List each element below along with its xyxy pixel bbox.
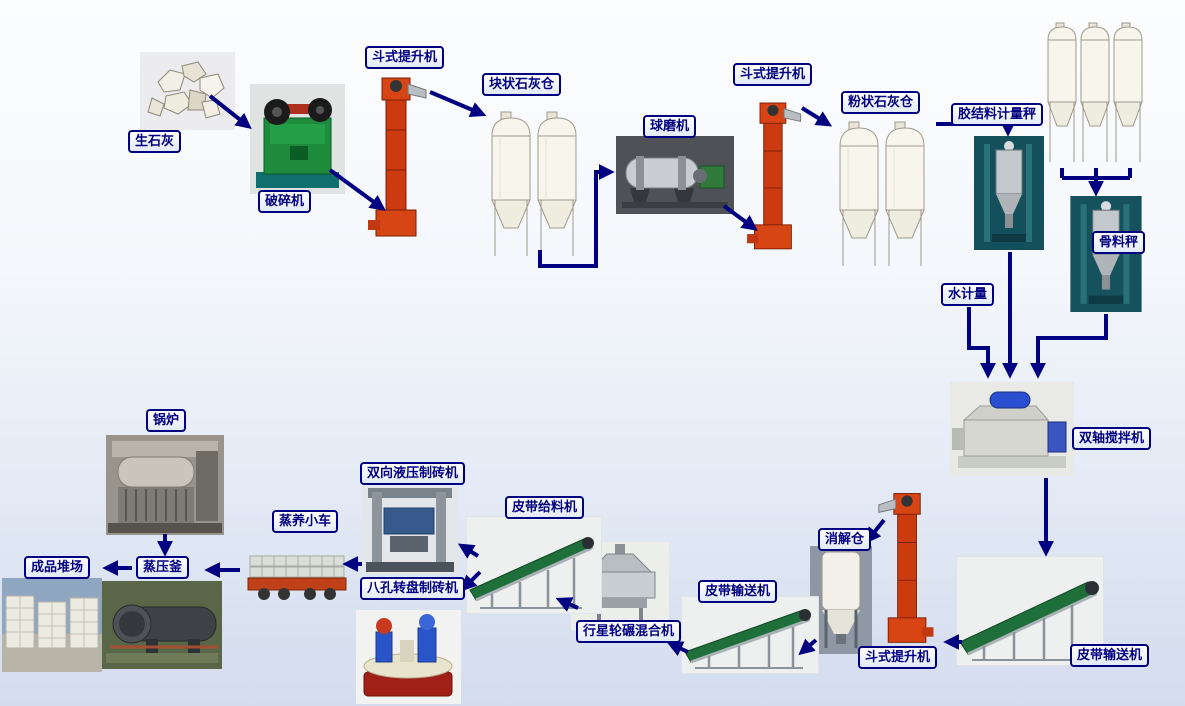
quicklime-illustration	[140, 52, 235, 130]
label-autoclave: 蒸压釜	[136, 556, 190, 579]
label-digestion-silo: 消解仓	[818, 528, 872, 551]
hydraulic-brick-machine-photo	[362, 486, 459, 574]
label-binder-metering-scale: 胶结料计量秤	[951, 103, 1044, 126]
three-silos-illustration	[1047, 22, 1143, 162]
trolley-illustration	[247, 555, 347, 600]
binder-scale-photo	[974, 136, 1044, 250]
powder-lime-silo-photo	[832, 120, 934, 272]
belt-conveyor-mid-photo	[681, 596, 819, 674]
bucket-elevator-1-photo	[356, 70, 434, 242]
bucket-elevator-2-photo	[736, 86, 808, 264]
label-belt-conveyor-right: 皮带输送机	[1070, 644, 1150, 667]
rotary-press-illustration	[356, 610, 461, 704]
ball-mill-photo	[616, 136, 734, 214]
aggregate-scale-photo	[1070, 196, 1142, 312]
quicklime-photo	[140, 52, 235, 130]
autoclave-illustration	[102, 581, 222, 669]
twin-shaft-mixer-photo	[950, 382, 1074, 476]
mixer-illustration	[950, 382, 1074, 476]
label-belt-conveyor-mid: 皮带输送机	[698, 580, 778, 603]
belt-conveyor-illustration	[466, 516, 602, 614]
block-stacks-illustration	[2, 578, 102, 672]
label-aggregate-scale: 骨料秤	[1092, 231, 1146, 254]
bucket-elevator-illustration	[878, 493, 934, 643]
label-bucket-elevator-3: 斗式提升机	[858, 646, 938, 669]
digestion-silo-illustration	[810, 546, 872, 654]
label-crusher: 破碎机	[258, 190, 312, 213]
finished-product-yard-photo	[2, 578, 102, 672]
metering-scale-illustration	[1070, 196, 1142, 312]
bucket-elevator-illustration	[368, 77, 427, 237]
label-lump-lime-silo: 块状石灰仓	[482, 73, 562, 96]
crusher-illustration	[250, 84, 345, 194]
bucket-elevator-illustration	[747, 102, 802, 250]
label-boiler: 锅炉	[146, 409, 187, 432]
belt-conveyor-illustration	[681, 596, 819, 674]
label-hydraulic-brick-machine: 双向液压制砖机	[360, 462, 466, 485]
crusher-photo	[250, 84, 345, 194]
digestion-silo-photo	[810, 546, 872, 654]
ball-mill-illustration	[616, 136, 734, 214]
metering-scale-illustration	[974, 136, 1044, 250]
label-quicklime: 生石灰	[128, 130, 182, 153]
belt-feeder-photo	[466, 516, 602, 614]
steam-curing-trolley-photo	[242, 548, 352, 604]
bucket-elevator-3-photo	[868, 486, 948, 648]
label-ball-mill: 球磨机	[643, 115, 697, 138]
label-planetary-wheel-mixer: 行星轮碾混合机	[576, 620, 682, 643]
two-silos-illustration	[839, 121, 925, 266]
label-steam-curing-trolley: 蒸养小车	[272, 510, 339, 533]
autoclave-photo	[102, 581, 222, 669]
boiler-photo	[106, 435, 224, 535]
label-water-metering: 水计量	[941, 283, 995, 306]
label-bucket-elevator-2: 斗式提升机	[733, 63, 813, 86]
two-silos-illustration	[491, 111, 577, 256]
label-powder-lime-silo: 粉状石灰仓	[841, 91, 921, 114]
hydraulic-press-illustration	[362, 486, 459, 574]
label-bucket-elevator-1: 斗式提升机	[365, 46, 445, 69]
label-finished-product-yard: 成品堆场	[24, 556, 91, 579]
rotary-brick-machine-photo	[356, 610, 461, 704]
label-rotary-disc-brick-machine: 八孔转盘制砖机	[360, 577, 466, 600]
label-twin-shaft-mixer: 双轴搅拌机	[1072, 427, 1152, 450]
boiler-illustration	[106, 435, 224, 535]
lump-lime-silo-photo	[486, 110, 584, 262]
aggregate-silos-photo	[1046, 22, 1146, 170]
label-belt-feeder: 皮带给料机	[505, 496, 585, 519]
